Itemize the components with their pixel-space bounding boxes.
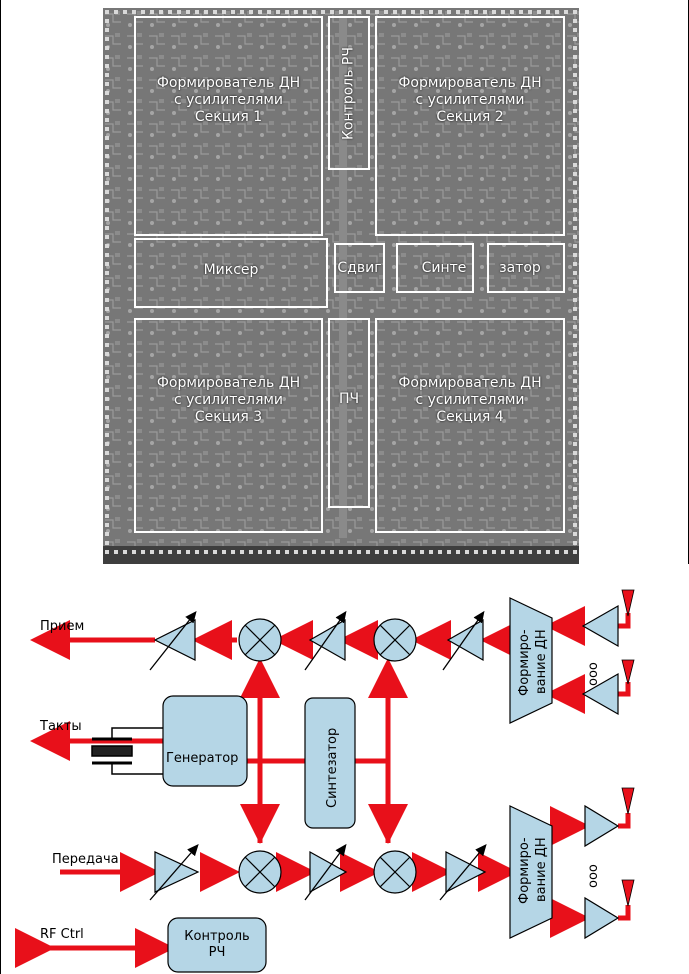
tx-label: Передача	[52, 852, 119, 867]
tx-pa-1	[584, 804, 620, 848]
rx-amp-1-tune	[149, 610, 197, 671]
antenna-icon-2	[621, 659, 635, 685]
synthesizer-block-left-label: Синте	[421, 260, 467, 276]
tx-pa-2	[584, 896, 620, 940]
antenna-feed-4	[618, 905, 631, 921]
rf-control-label-1: Контроль	[184, 929, 249, 944]
tx-amp-2-tune	[304, 843, 347, 901]
synthesizer-block	[304, 697, 356, 829]
rx-amp-3	[446, 618, 484, 662]
rf-ctrl-label: RF Ctrl	[40, 927, 84, 942]
rx-label: Прием	[40, 619, 84, 634]
rx-lna-2	[581, 672, 619, 716]
tx-amp-3-tune	[439, 844, 487, 901]
beamformer-section-1	[134, 16, 323, 236]
if-block-label: ПЧ	[338, 391, 360, 407]
synthesizer-block-right-label: затор	[499, 260, 541, 276]
antenna-feed-3	[618, 813, 631, 829]
rx-amp-2-tune	[304, 610, 347, 671]
antenna-icon-1	[621, 589, 635, 617]
rf-control-block-label: Контроль РЧ	[340, 47, 357, 140]
beamformer-section-3	[134, 318, 323, 533]
rf-control-block	[328, 16, 370, 170]
crystal-icon	[91, 727, 163, 775]
clock-label: Такты	[39, 719, 82, 734]
rx-beamformer-label-1: Формиро-	[517, 629, 532, 696]
tx-beamformer-label-2: вание ДН	[534, 837, 549, 902]
tx-amp-1-tune	[149, 844, 199, 901]
if-block	[328, 318, 370, 508]
rf-control-schematic-block	[167, 917, 267, 973]
generator-label: Генератор	[166, 751, 238, 766]
phase-shift-block	[334, 243, 385, 293]
tx-ellipsis: ooo	[586, 864, 601, 888]
rx-amp-2	[308, 618, 346, 662]
die-texture	[103, 8, 579, 564]
rx-amp-3-tune	[442, 610, 485, 671]
rx-lna-1	[581, 604, 619, 648]
phase-shift-block-label: Сдвиг	[337, 260, 382, 276]
antenna-feed-1	[618, 613, 631, 629]
mixer-block	[134, 238, 328, 308]
synthesizer-label: Синтезатор	[325, 728, 340, 808]
mixer-block-label: Миксер	[203, 262, 259, 278]
beamformer-section-4	[375, 318, 565, 533]
antenna-icon-4	[621, 879, 635, 907]
generator-block	[162, 695, 248, 787]
rx-beamformer-block	[509, 597, 553, 724]
frame-border-left	[0, 0, 1, 974]
beamformer-section-2	[375, 16, 565, 236]
tx-beamformer-label-1: Формиро-	[517, 837, 532, 904]
rf-control-label-2: РЧ	[209, 945, 226, 960]
transceiver-block-diagram: Прием Такты Передача RF Ctrl Генератор С…	[15, 589, 635, 973]
rx-ellipsis: ooo	[586, 662, 601, 686]
tx-beamformer-block	[509, 805, 553, 939]
antenna-icon-3	[621, 787, 635, 815]
synthesizer-block-left	[396, 243, 474, 293]
synthesizer-block-right	[487, 243, 565, 293]
rx-beamformer-label-2: вание ДН	[534, 629, 549, 694]
antenna-feed-2	[618, 682, 631, 697]
rx-amp-1	[153, 619, 196, 661]
